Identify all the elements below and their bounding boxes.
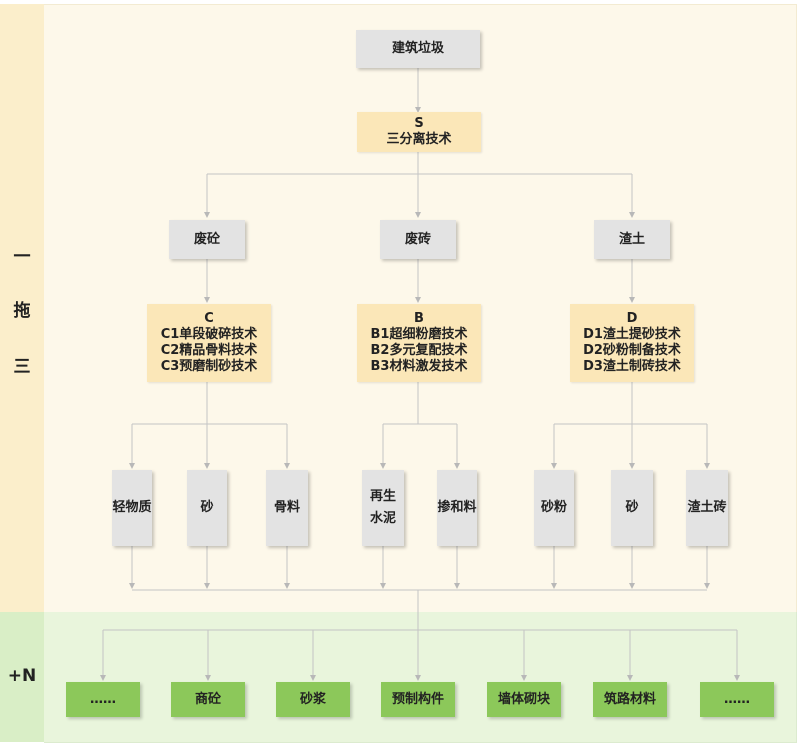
technology-code: B [414,311,424,326]
application-node: …… [700,682,774,717]
category-node: 渣土 [594,220,670,259]
root-node: 建筑垃圾 [356,30,480,68]
separation-code: S [414,116,424,131]
category-label: 渣土 [618,231,645,247]
product-label: 砂 [200,500,214,515]
side-label-plus-n: +N [7,666,37,686]
product-node: 轻物质 [112,470,152,546]
product-label: 水泥 [369,511,396,526]
application-label: 墙体砌块 [497,691,550,707]
product-label: 砂粉 [540,500,567,515]
category-node: 废砖 [380,220,456,259]
technology-item: D1渣土提砂技术 [583,327,681,342]
technology-item: D2砂粉制备技术 [583,343,681,358]
application-node: 商砼 [171,682,245,717]
application-label: 预制构件 [391,691,444,707]
category-node: 废砼 [169,220,245,259]
application-label: 商砼 [194,691,221,707]
category-label: 废砼 [193,231,220,247]
separation-label: 三分离技术 [386,132,452,147]
technology-item: C1单段破碎技术 [160,327,258,342]
technology-code: D [626,311,638,326]
application-node: 墙体砌块 [487,682,561,717]
technology-code: C [204,311,214,326]
side-label-panel-top [0,4,44,612]
application-node: 预制构件 [381,682,455,717]
technology-item: B3材料激发技术 [370,359,468,374]
product-label: 骨料 [273,500,300,515]
technology-node: C C1单段破碎技术 C2精品骨料技术 C3预磨制砂技术 [147,304,271,382]
side-label-char: 一 [13,247,31,267]
technology-item: D3渣土制砖技术 [583,359,681,374]
product-node: 砂 [187,470,227,546]
application-label: 筑路材料 [603,691,656,707]
product-node: 再生 水泥 [362,470,404,546]
product-label: 掺和料 [437,500,477,515]
application-node: 砂浆 [276,682,350,717]
side-label-char: 拖 [13,301,31,321]
product-node: 渣土砖 [686,470,728,546]
product-node: 掺和料 [437,470,477,546]
product-node: 砂粉 [534,470,574,546]
product-label: 砂 [625,500,639,515]
product-label: 渣土砖 [687,500,727,515]
application-label: …… [90,691,116,707]
side-label-char: 三 [13,357,31,377]
application-label: …… [724,691,750,707]
technology-item: C2精品骨料技术 [160,343,258,358]
product-node: 砂 [611,470,653,546]
product-label: 轻物质 [112,500,152,515]
application-label: 砂浆 [299,691,326,707]
technology-node: B B1超细粉磨技术 B2多元复配技术 B3材料激发技术 [357,304,481,382]
category-label: 废砖 [404,231,431,247]
technology-node: D D1渣土提砂技术 D2砂粉制备技术 D3渣土制砖技术 [570,304,694,382]
technology-item: C3预磨制砂技术 [160,359,258,374]
technology-item: B2多元复配技术 [370,343,468,358]
separation-node: S 三分离技术 [357,112,481,152]
application-node: …… [66,682,140,717]
side-label-panel-bottom [0,612,44,742]
product-label: 再生 [369,489,396,504]
technology-item: B1超细粉磨技术 [370,327,468,342]
product-node: 骨料 [266,470,308,546]
application-node: 筑路材料 [593,682,667,717]
root-label: 建筑垃圾 [391,41,444,56]
